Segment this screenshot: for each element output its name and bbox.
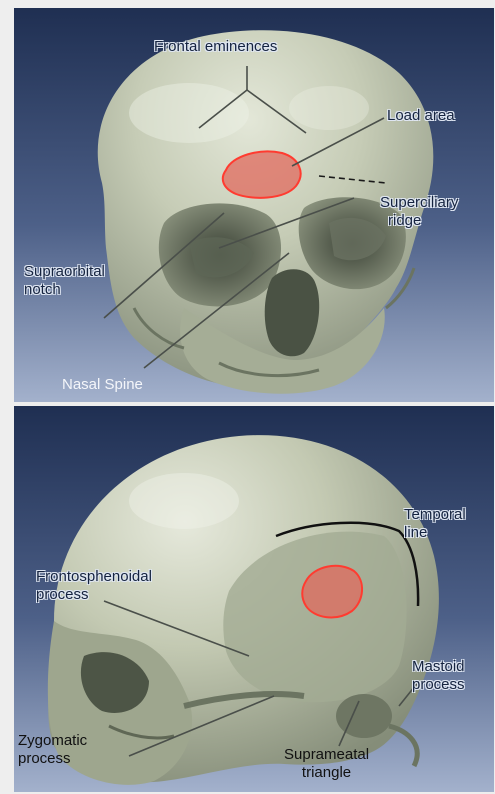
superciliary-ridge-label-line2: ridge [380,212,458,230]
external-auditory-meatus [336,694,392,738]
frontosphenoidal-label-line2: process [36,586,152,604]
superciliary-ridge-label-line1: Superciliary [380,194,458,212]
mastoid-label-line2: process [412,676,465,694]
frontosphenoidal-label-line1: Frontosphenoidal [36,568,152,586]
supraorbital-notch-label: Supraorbital notch [24,263,105,299]
nasal-spine-label: Nasal Spine [62,376,143,394]
temporal-line-label-line1: Temporal [404,506,466,524]
suprameatal-triangle-label: Suprameatal triangle [284,746,369,782]
cranium-highlight [129,473,239,529]
suprameatal-label-line1: Suprameatal [284,746,369,764]
frontosphenoidal-process-label: Frontosphenoidal process [36,568,152,604]
frontal-eminences-label: Frontal eminences [154,38,277,56]
zygomatic-label-line2: process [18,750,87,768]
temporal-line-label-line2: line [404,524,466,542]
suprameatal-label-line2: triangle [284,764,369,782]
supraorbital-notch-label-line2: notch [24,281,105,299]
skull-side-view-panel: Temporal line Frontosphenoidal process M… [14,406,494,792]
mastoid-label-line1: Mastoid [412,658,465,676]
supraorbital-notch-label-line1: Supraorbital [24,263,105,281]
forehead-highlight [289,86,369,130]
zygomatic-label-line1: Zygomatic [18,732,87,750]
load-area-label: Load area [387,107,455,125]
load-area-region-side [302,566,362,618]
zygomatic-process-label: Zygomatic process [18,732,87,768]
superciliary-ridge-label: Superciliary ridge [380,194,458,230]
forehead-highlight [129,83,249,143]
skull-front-view-panel: Frontal eminences Load area Superciliary… [14,8,494,402]
mastoid-process-label: Mastoid process [412,658,465,694]
temporal-line-label: Temporal line [404,506,466,542]
